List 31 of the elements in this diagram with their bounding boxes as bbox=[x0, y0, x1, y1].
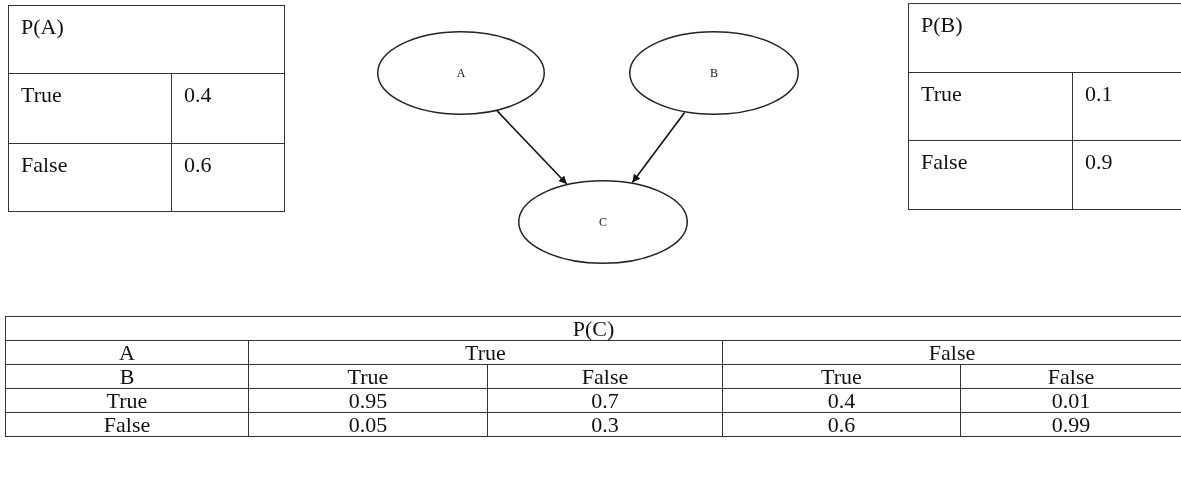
variable-node bbox=[377, 31, 545, 115]
probability-value: 0.05 bbox=[248, 412, 488, 437]
arrow bbox=[631, 111, 686, 184]
state-label: True bbox=[722, 364, 961, 389]
table-title: P(A) bbox=[8, 5, 285, 74]
probability-value: 0.3 bbox=[487, 412, 723, 437]
probability-value: 0.4 bbox=[722, 388, 961, 413]
state-label: False bbox=[5, 412, 249, 437]
state-label: True bbox=[248, 364, 488, 389]
probability-value: 0.4 bbox=[171, 73, 285, 144]
state-label: False bbox=[8, 143, 172, 212]
variable-node bbox=[629, 31, 799, 115]
variable-label: A bbox=[5, 340, 249, 365]
variable-node bbox=[518, 180, 688, 264]
state-label: False bbox=[487, 364, 723, 389]
probability-value: 0.95 bbox=[248, 388, 488, 413]
arrow bbox=[496, 110, 568, 185]
node-label: C bbox=[599, 214, 607, 230]
table-title: P(B) bbox=[908, 3, 1181, 73]
state-label: True bbox=[5, 388, 249, 413]
probability-value: 0.6 bbox=[171, 143, 285, 212]
probability-value: 0.7 bbox=[487, 388, 723, 413]
state-label: True bbox=[8, 73, 172, 144]
state-label: True bbox=[908, 72, 1073, 141]
state-label: True bbox=[248, 340, 723, 365]
probability-value: 0.6 bbox=[722, 412, 961, 437]
table-title: P(C) bbox=[5, 316, 1181, 341]
node-label: A bbox=[456, 65, 466, 81]
state-label: False bbox=[908, 140, 1073, 210]
variable-label: B bbox=[5, 364, 249, 389]
node-label: B bbox=[710, 65, 718, 81]
